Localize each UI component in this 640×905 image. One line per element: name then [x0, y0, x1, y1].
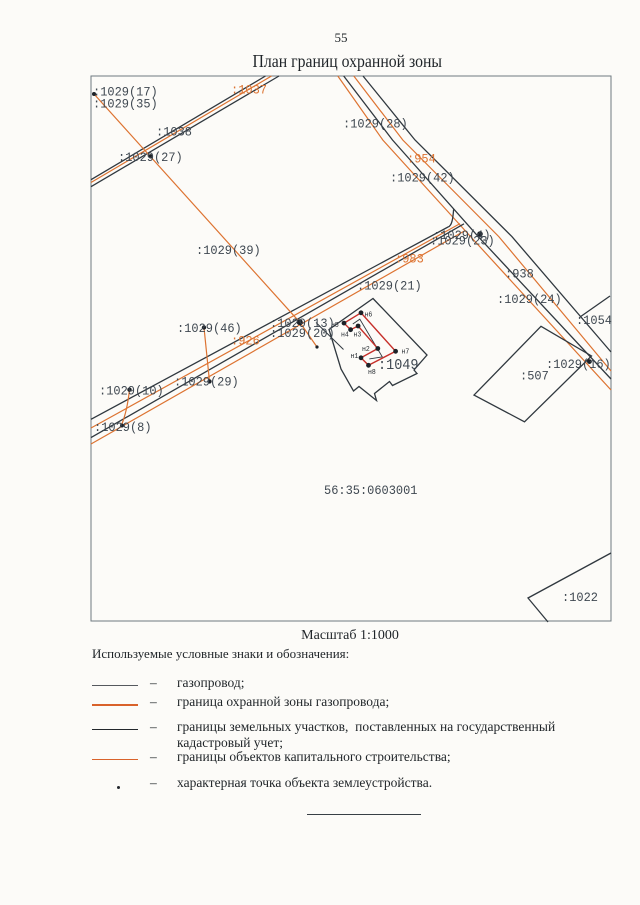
- svg-text::1029(24): :1029(24): [497, 292, 562, 307]
- svg-text:н7: н7: [402, 348, 410, 356]
- svg-text::1029(28): :1029(28): [343, 117, 408, 132]
- svg-text::1029(4): :1029(4): [433, 228, 491, 243]
- svg-text:н6: н6: [365, 311, 373, 319]
- svg-text::1029(29): :1029(29): [174, 375, 239, 390]
- svg-text:н1: н1: [351, 353, 359, 361]
- svg-text::1029(20): :1029(20): [270, 326, 335, 341]
- svg-text::1029(39): :1029(39): [196, 243, 261, 258]
- svg-text::1049: :1049: [378, 357, 419, 374]
- svg-text::1037: :1037: [231, 83, 267, 98]
- svg-text::1022: :1022: [562, 590, 598, 605]
- svg-text::1029(42): :1029(42): [390, 171, 455, 186]
- svg-text:н2: н2: [362, 346, 370, 354]
- svg-text::1029(17): :1029(17): [93, 85, 158, 100]
- svg-text::1029(16): :1029(16): [546, 357, 611, 372]
- svg-text::507: :507: [520, 369, 549, 384]
- svg-text::1029(10): :1029(10): [99, 384, 164, 399]
- svg-text:56:35:0603001: 56:35:0603001: [324, 483, 417, 498]
- svg-text::1029(46): :1029(46): [177, 321, 242, 336]
- svg-text::983: :983: [395, 252, 424, 267]
- svg-text::1029(13): :1029(13): [270, 316, 335, 331]
- svg-text::938: :938: [505, 267, 534, 282]
- svg-text::954: :954: [407, 152, 436, 167]
- svg-text::1029(27): :1029(27): [118, 150, 183, 165]
- svg-text::1029(8): :1029(8): [94, 420, 152, 435]
- svg-text:н4: н4: [341, 331, 349, 339]
- svg-text:н8: н8: [368, 369, 376, 377]
- svg-text:н3: н3: [354, 331, 362, 339]
- svg-text::1029(21): :1029(21): [357, 279, 422, 294]
- svg-text::1054: :1054: [576, 313, 612, 328]
- svg-text::1029(35): :1029(35): [93, 97, 158, 112]
- svg-text:н5: н5: [331, 322, 339, 330]
- svg-text::1029(23): :1029(23): [430, 234, 495, 249]
- svg-text::926: :926: [231, 334, 260, 349]
- svg-text::1038: :1038: [156, 125, 192, 140]
